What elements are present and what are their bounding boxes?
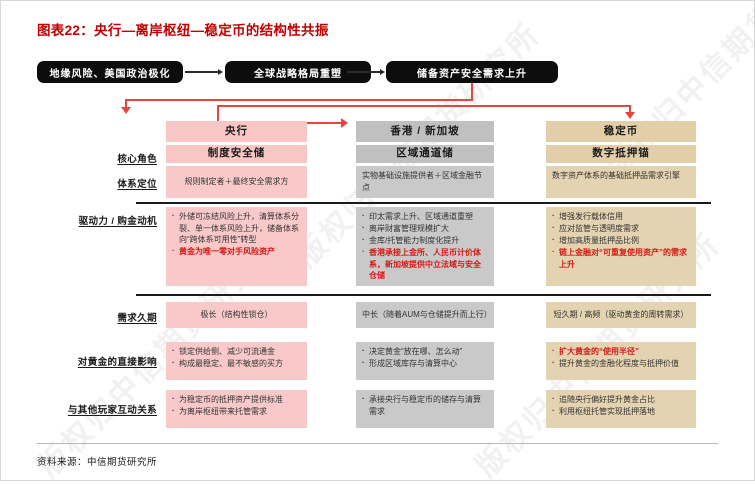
cell-interactions-hub: 承接央行与稳定币的储存与清算需求 xyxy=(356,390,494,428)
cell-system-position-hub: 实物基础设施提供者＋区域金融节点 xyxy=(356,166,494,198)
bullet-item: 增加高质量抵押品比例 xyxy=(552,234,690,247)
bullet-item: 应对监管与透明度需求 xyxy=(552,222,690,235)
bullet-item: 利用枢纽托管实现抵押落地 xyxy=(552,405,690,418)
flow-box-geopolitical-risk: 地缘风险、美国政治极化 xyxy=(37,61,183,83)
bullet-list: 决定黄金“放在哪、怎么动” 形成区域库存与清算中心 xyxy=(362,345,488,370)
cell-core-role-stablecoin: 数字抵押锚 xyxy=(546,145,696,163)
arrowhead-hub xyxy=(341,118,348,128)
bullet-list: 承接央行与稳定币的储存与清算需求 xyxy=(362,393,488,417)
row-label-drivers: 驱动力 / 购金动机 xyxy=(78,216,157,227)
bullet-item: 增强发行载体信用 xyxy=(552,210,690,223)
cell-demand-duration-hub: 中长（随着AUM与仓储提升而上行） xyxy=(356,302,494,328)
connector-down-left-stub xyxy=(217,105,219,123)
cell-core-role-central-bank: 制度安全储 xyxy=(166,145,307,163)
row-label-demand-duration: 需求久期 xyxy=(117,313,157,324)
bullet-item: 形成区域库存与清算中心 xyxy=(362,357,488,370)
bullet-list: 扩大黄金的“使用半径” 提升黄金的金融化程度与抵押价值 xyxy=(552,345,690,370)
cell-gold-impact-stablecoin: 扩大黄金的“使用半径” 提升黄金的金融化程度与抵押价值 xyxy=(546,342,696,380)
bullet-item-highlight: 扩大黄金的“使用半径” xyxy=(552,345,690,358)
cell-system-position-stablecoin: 数字资产体系的基础抵押品需求引擎 xyxy=(546,166,696,198)
row-label-system-position: 体系定位 xyxy=(117,179,157,190)
row-label-gold-impact: 对黄金的直接影响 xyxy=(77,357,157,368)
column-header-central-bank: 央行 xyxy=(166,121,307,142)
arrowhead-stablecoin xyxy=(625,112,635,119)
bullet-item-highlight: 黄金为唯一零对手风险资产 xyxy=(172,245,301,258)
source-note: 资料来源：中信期货研究所 xyxy=(37,457,158,468)
cell-interactions-stablecoin: 追随央行偏好提升黄金占比 利用枢纽托管实现抵押落地 xyxy=(546,390,696,428)
connector-to-stablecoin xyxy=(629,105,631,114)
cell-core-role-hub: 区域通道储 xyxy=(356,145,494,163)
bullet-item: 决定黄金“放在哪、怎么动” xyxy=(362,345,488,358)
cell-demand-duration-stablecoin: 短久期 / 高频（驱动黄金的周转需求） xyxy=(546,302,696,328)
arrowhead-central-bank xyxy=(120,107,131,114)
bullet-item: 印太需求上升、区域通道重塑 xyxy=(362,210,488,223)
figure-title: 图表22：央行—离岸枢纽—稳定币的结构性共振 xyxy=(37,23,329,38)
connector-horizontal-left xyxy=(125,99,473,101)
bullet-list: 锁定供给侧、减少可流通金 构成最稳定、最不敏感的买方 xyxy=(172,345,301,370)
connector-to-central-bank xyxy=(125,99,127,109)
connector-drop xyxy=(471,83,473,100)
cell-gold-impact-central-bank: 锁定供给侧、减少可流通金 构成最稳定、最不敏感的买方 xyxy=(166,342,307,380)
cell-demand-duration-central-bank: 极长（结构性锁仓） xyxy=(166,302,307,328)
divider-top xyxy=(136,202,711,204)
bullet-item: 构成最稳定、最不敏感的买方 xyxy=(172,357,301,370)
cell-interactions-central-bank: 为稳定币的抵押资产提供标准 为离岸枢纽带来托管需求 xyxy=(166,390,307,428)
bullet-item: 为稳定币的抵押资产提供标准 xyxy=(172,393,301,406)
cell-system-position-central-bank: 规则制定者＋最终安全需求方 xyxy=(166,166,307,198)
cell-drivers-central-bank: 外储可冻结风险上升，清算体系分裂、单一体系风险上升，储备体系向“跨体系可用性”转… xyxy=(166,207,307,286)
column-header-hk-singapore: 香港 / 新加坡 xyxy=(356,121,494,142)
bullet-item: 离岸财富管理规模扩大 xyxy=(362,222,488,235)
flow-arrow-2 xyxy=(347,69,385,75)
row-label-interactions: 与其他玩家互动关系 xyxy=(67,405,157,416)
footer-divider xyxy=(37,443,718,444)
connector-horizontal-right xyxy=(217,105,631,107)
flow-arrow-1 xyxy=(185,69,223,75)
bullet-item-highlight: 香港承接上金所、人民币计价体系，新加坡提供中立法域与安全仓储 xyxy=(362,246,488,282)
cell-gold-impact-hub: 决定黄金“放在哪、怎么动” 形成区域库存与清算中心 xyxy=(356,342,494,380)
divider-bottom xyxy=(136,294,711,296)
bullet-item: 为离岸枢纽带来托管需求 xyxy=(172,405,301,418)
bullet-list: 追随央行偏好提升黄金占比 利用枢纽托管实现抵押落地 xyxy=(552,393,690,418)
bullet-item: 承接央行与稳定币的储存与清算需求 xyxy=(362,393,488,417)
row-label-core-role: 核心角色 xyxy=(117,154,157,165)
bullet-item-highlight: 链上金融对“可重复使用资产”的需求上升 xyxy=(552,246,690,270)
bullet-item: 追随央行偏好提升黄金占比 xyxy=(552,393,690,406)
cell-drivers-stablecoin: 增强发行载体信用 应对监管与透明度需求 增加高质量抵押品比例 链上金融对“可重复… xyxy=(546,207,696,286)
bullet-item: 金库/托管能力制度化提升 xyxy=(362,234,488,247)
flow-box-reserve-safety-demand: 储备资产安全需求上升 xyxy=(386,61,558,83)
bullet-list: 外储可冻结风险上升，清算体系分裂、单一体系风险上升，储备体系向“跨体系可用性”转… xyxy=(172,210,301,258)
bullet-item: 提升黄金的金融化程度与抵押价值 xyxy=(552,357,690,370)
bullet-list: 印太需求上升、区域通道重塑 离岸财富管理规模扩大 金库/托管能力制度化提升 香港… xyxy=(362,210,488,282)
cell-drivers-hub: 印太需求上升、区域通道重塑 离岸财富管理规模扩大 金库/托管能力制度化提升 香港… xyxy=(356,207,494,286)
column-header-stablecoin: 稳定币 xyxy=(546,121,696,142)
bullet-item: 外储可冻结风险上升，清算体系分裂、单一体系风险上升，储备体系向“跨体系可用性”转… xyxy=(172,210,301,246)
bullet-list: 为稳定币的抵押资产提供标准 为离岸枢纽带来托管需求 xyxy=(172,393,301,418)
bullet-list: 增强发行载体信用 应对监管与透明度需求 增加高质量抵押品比例 链上金融对“可重复… xyxy=(552,210,690,270)
bullet-item: 锁定供给侧、减少可流通金 xyxy=(172,345,301,358)
flow-box-global-strategy: 全球战略格局重塑 xyxy=(225,61,371,83)
